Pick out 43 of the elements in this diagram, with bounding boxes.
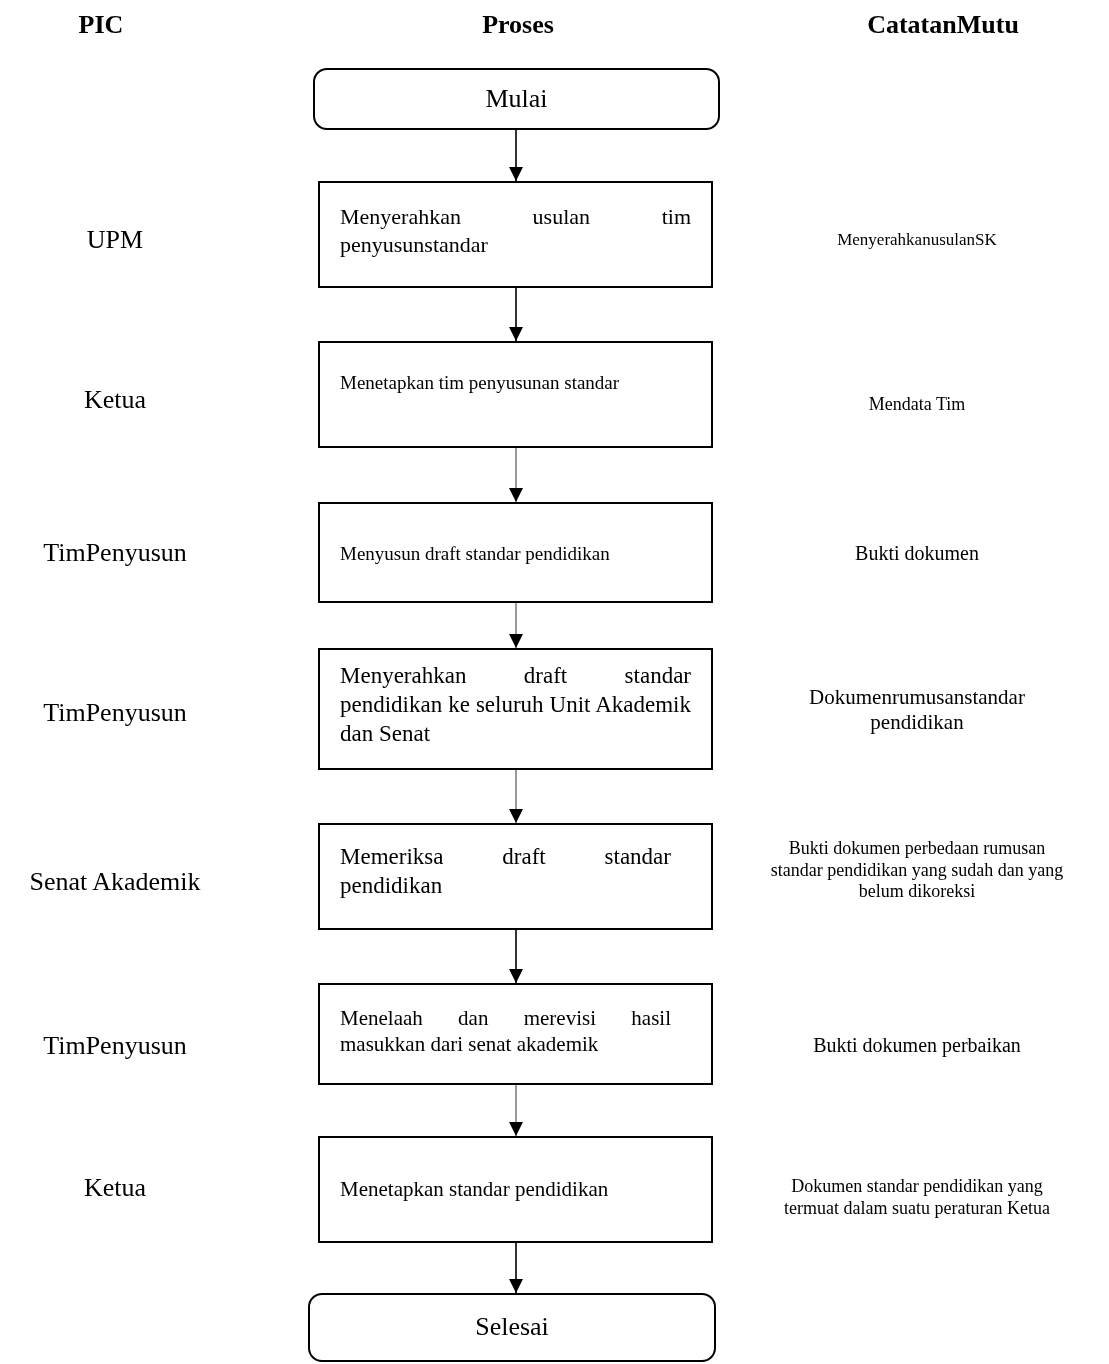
arrow xyxy=(509,769,523,824)
step-text: Menyerahkan usulan tim penyusunstandar xyxy=(340,203,691,258)
process-box xyxy=(318,823,713,930)
step-text: Memeriksa draft standar pendidikan xyxy=(340,843,671,900)
pic-label: TimPenyusun xyxy=(43,1030,187,1062)
quality-record-text: Bukti dokumen perbaikan xyxy=(812,1033,1022,1057)
column-header: Proses xyxy=(482,10,554,40)
quality-record-text: Bukti dokumen perbedaan rumusan standar pendidikan yang sudah dan yang belum dikoreksi xyxy=(769,837,1065,903)
arrow xyxy=(509,447,523,503)
quality-record-text: Dokumenrumusanstandar pendidikan xyxy=(808,684,1026,736)
arrow xyxy=(509,1242,523,1294)
process-box xyxy=(318,341,713,448)
quality-record-text: MenyerahkanusulanSK xyxy=(836,229,998,251)
terminator-box xyxy=(313,68,720,130)
process-box xyxy=(318,648,713,770)
step-text: Menetapkan standar pendidikan xyxy=(340,1176,610,1203)
column-header: CatatanMutu xyxy=(867,10,1019,40)
step-text: Selesai xyxy=(474,1311,550,1344)
arrow xyxy=(509,929,523,984)
arrow xyxy=(509,602,523,649)
quality-record-text: Bukti dokumen xyxy=(854,541,980,565)
process-box xyxy=(318,181,713,288)
process-box xyxy=(318,502,713,603)
step-text: Menyusun draft standar pendidikan xyxy=(340,542,611,566)
pic-label: Senat Akademik xyxy=(29,866,201,898)
pic-label: TimPenyusun xyxy=(43,697,187,729)
process-box xyxy=(318,983,713,1085)
step-text: Menetapkan tim penyusunan standar xyxy=(340,371,621,395)
arrow xyxy=(509,129,523,182)
pic-label: Ketua xyxy=(83,384,147,416)
process-box xyxy=(318,1136,713,1243)
column-header: PIC xyxy=(78,10,124,40)
quality-record-text: Mendata Tim xyxy=(867,394,967,416)
step-text: Mulai xyxy=(484,82,549,115)
step-text: Menelaah dan merevisi hasil masukkan dari senat akademik xyxy=(340,1005,671,1058)
quality-record-text: Dokumen standar pendidikan yang termuat dalam suatu peraturan Ketua xyxy=(783,1176,1051,1220)
pic-label: Ketua xyxy=(83,1172,147,1204)
arrow xyxy=(509,287,523,342)
pic-label: TimPenyusun xyxy=(43,537,187,569)
pic-label: UPM xyxy=(86,224,144,256)
terminator-box xyxy=(308,1293,716,1362)
step-text: Menyerahkan draft standar pendidikan ke seluruh Unit Akademik dan Senat xyxy=(340,662,691,748)
arrow xyxy=(509,1084,523,1137)
